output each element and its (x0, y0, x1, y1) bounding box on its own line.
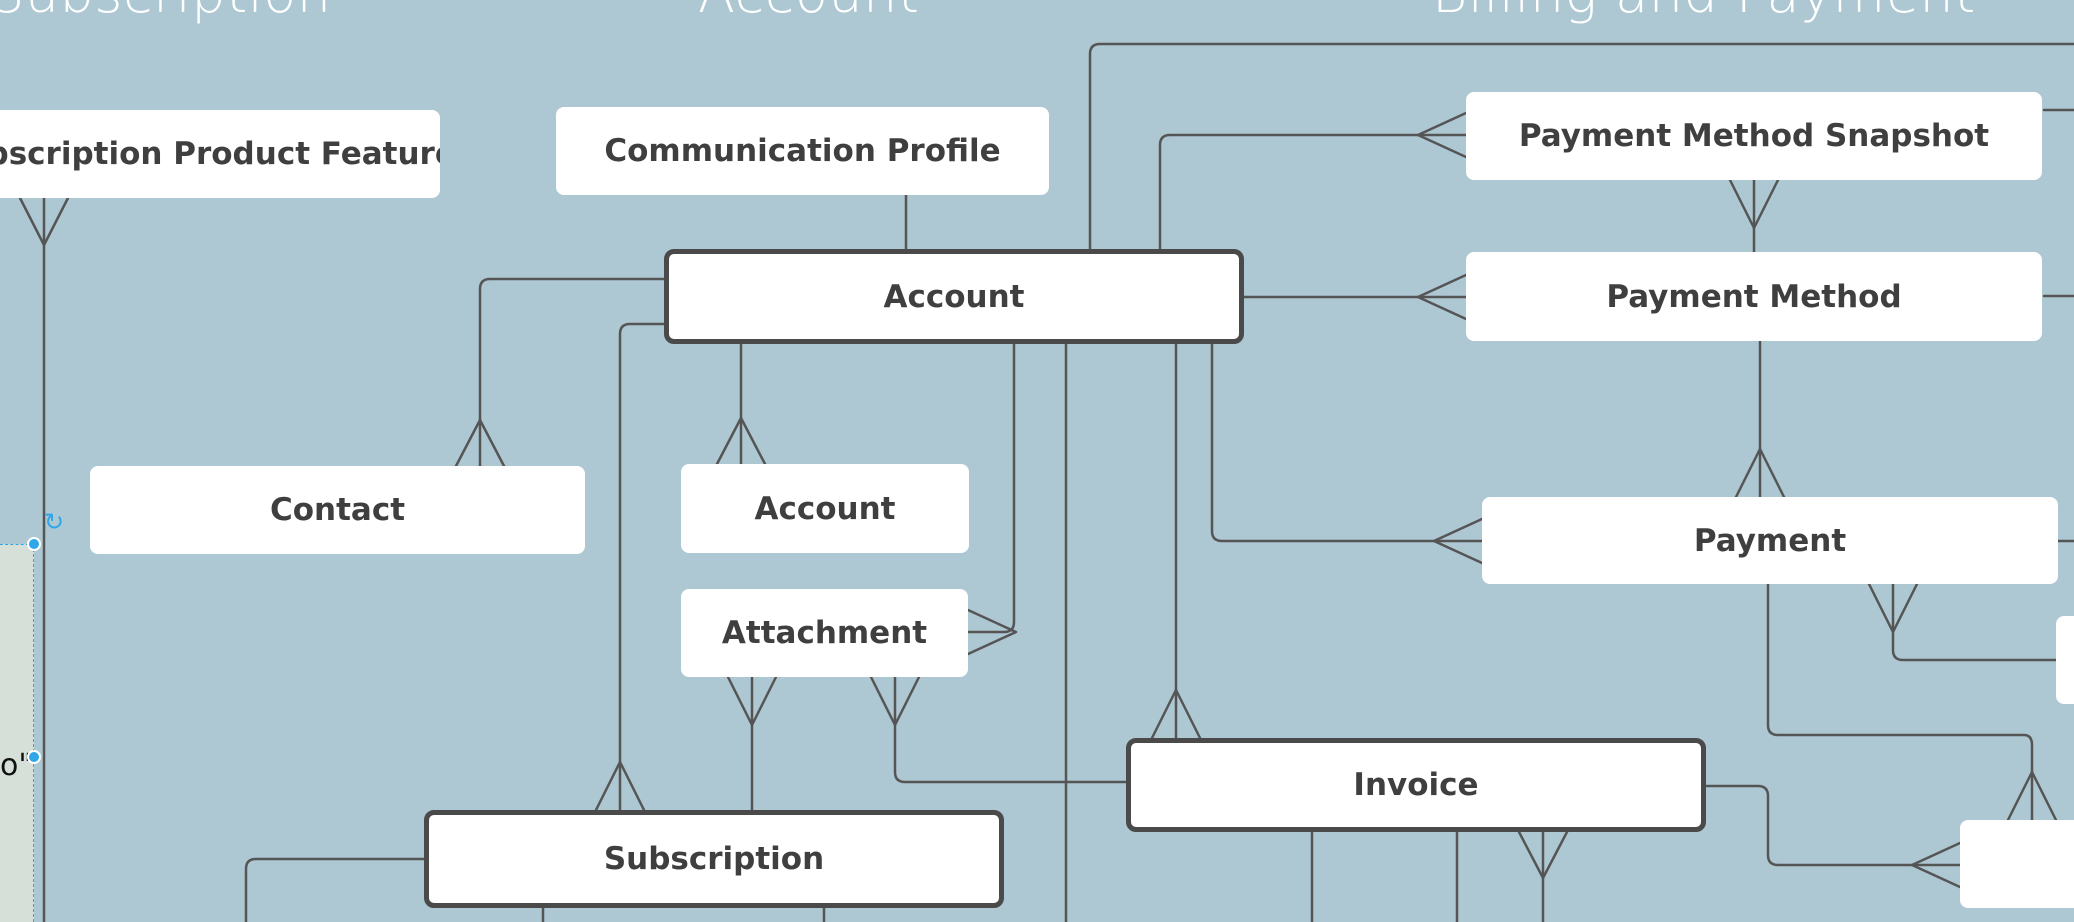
crowfoot-attachment-bottom-right (869, 675, 921, 727)
entity-attachment[interactable]: Attachment (681, 589, 968, 677)
entity-label: Subscription (603, 841, 825, 877)
rotate-icon[interactable]: ↻ (44, 508, 65, 536)
entity-payment-method-snapshot[interactable]: Payment Method Snapshot (1466, 92, 2042, 180)
entity-payment[interactable]: Payment (1482, 497, 2058, 584)
crowfoot-lower-right-left (1910, 841, 1962, 889)
entity-subscription[interactable]: Subscription (424, 810, 1004, 908)
connector-account-top-rail (1088, 42, 2074, 251)
crowfoot-contact (454, 418, 506, 468)
header-billing-and-payment: Billing and Payment (1432, 0, 1976, 25)
connector-account-attachment (966, 342, 1016, 634)
connector-payment-right (1891, 582, 2062, 662)
crowfoot-pm-snapshot-bottom (1728, 178, 1780, 230)
entity-label: Payment Method Snapshot (1518, 118, 1990, 154)
crowfoot-payment-top (1734, 447, 1786, 499)
crowfoot-subscription-left (594, 760, 646, 812)
entity-label: Account (754, 490, 896, 527)
connector-invoice-lower-right (1703, 784, 1962, 867)
resize-handle-middle[interactable] (27, 750, 41, 764)
crowfoot-payment-bottom (1867, 582, 1919, 634)
connector-account-pm-snapshot (1158, 133, 1468, 251)
header-subscription: Subscription (0, 0, 332, 25)
resize-handle-top[interactable] (27, 537, 41, 551)
connector-account-contact (478, 277, 668, 468)
connector-attachment-invoice (893, 675, 1128, 784)
crowfoot-spf (18, 196, 70, 247)
entity-payment-method[interactable]: Payment Method (1466, 252, 2042, 341)
entity-label: Subscription Product Feature (0, 136, 440, 172)
connector-subscription-left (244, 857, 428, 922)
crowfoot-pm-snapshot-left (1416, 111, 1468, 159)
crowfoot-attachment-bottom-left (726, 675, 778, 727)
entity-label: Account (883, 278, 1025, 315)
entity-communication-profile[interactable]: Communication Profile (556, 107, 1049, 195)
connector-account-subscription (618, 322, 668, 812)
crowfoot-invoice-top (1150, 688, 1202, 740)
selected-shape-text: o" (0, 748, 33, 783)
entity-invoice[interactable]: Invoice (1126, 738, 1706, 832)
selected-shape[interactable] (0, 544, 34, 922)
crowfoot-lower-right-top (2006, 770, 2058, 822)
connector-account-payment (1210, 342, 1484, 543)
entity-account-secondary[interactable]: Account (681, 464, 969, 553)
entity-label: Communication Profile (604, 133, 1001, 169)
entity-partial-right[interactable] (2056, 616, 2074, 704)
entity-label: Contact (269, 492, 406, 528)
entity-label: Attachment (721, 615, 928, 651)
entity-label: Payment Method (1606, 278, 1902, 315)
entity-account-main[interactable]: Account (664, 249, 1244, 344)
crowfoot-payment-method-left (1416, 273, 1468, 321)
header-account: Account (698, 0, 920, 25)
entity-subscription-product-feature[interactable]: Subscription Product Feature (0, 110, 440, 198)
crowfoot-invoice-bottom (1517, 830, 1569, 880)
crowfoot-attachment-right (966, 608, 1018, 656)
entity-contact[interactable]: Contact (90, 466, 585, 554)
crowfoot-payment-left (1432, 517, 1484, 565)
crowfoot-account2 (715, 416, 767, 466)
connector-payment-lower-right (1766, 582, 2034, 822)
entity-label: Payment (1693, 522, 1847, 559)
entity-label: Invoice (1353, 767, 1479, 803)
entity-partial-lower-right[interactable] (1960, 820, 2074, 908)
